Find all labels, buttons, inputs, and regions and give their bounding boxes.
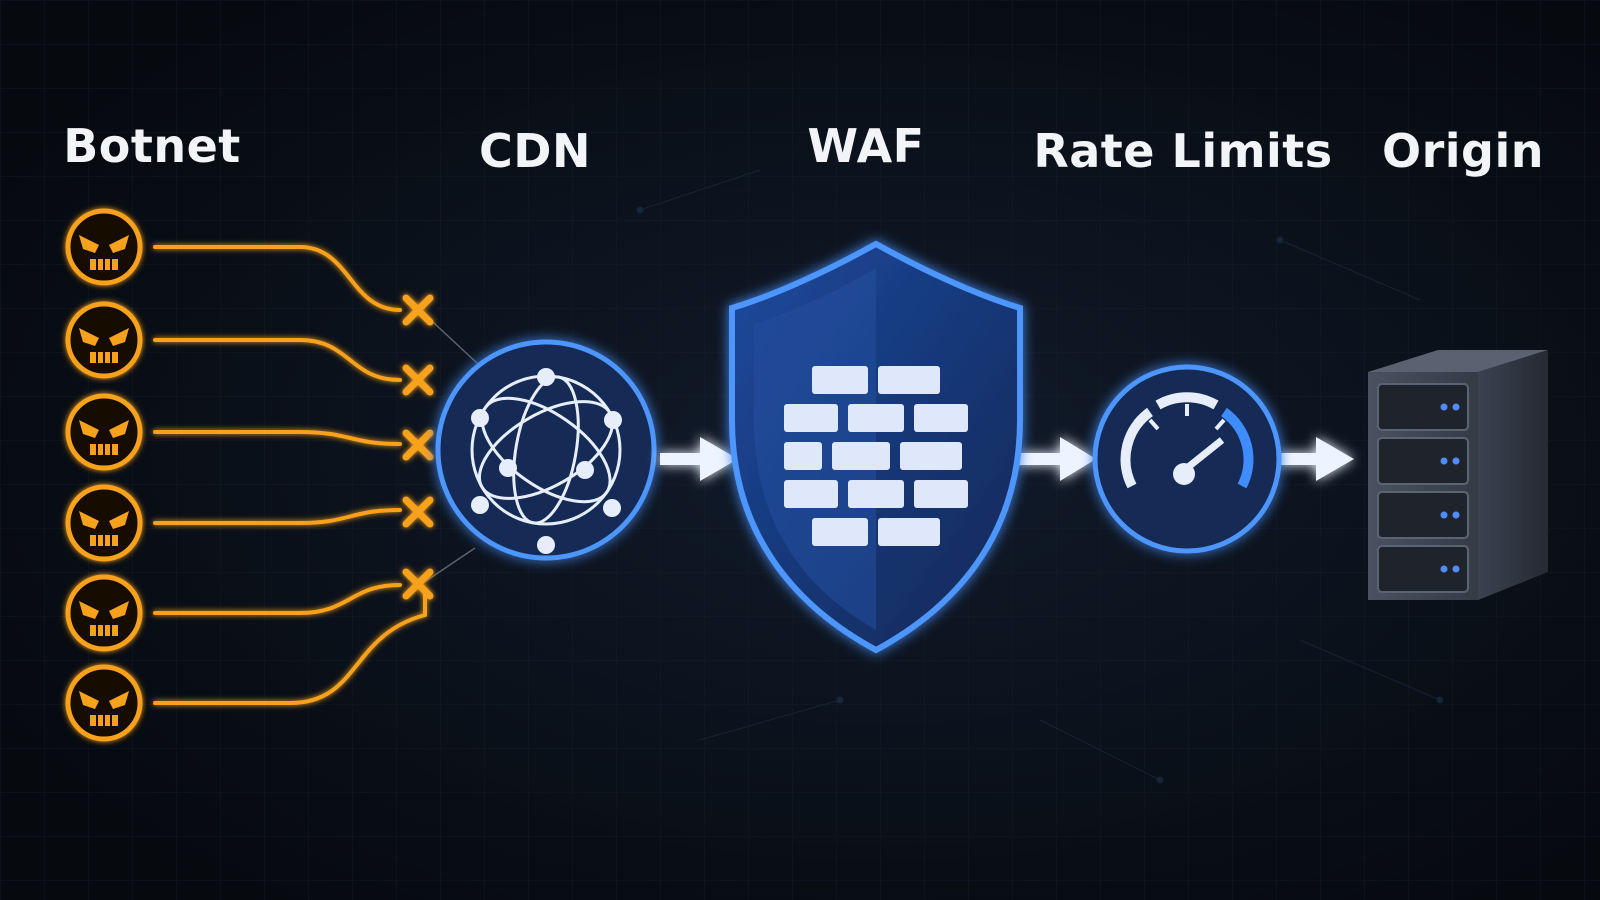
attack-line-6: [153, 588, 427, 705]
angry-bot-icon: [65, 574, 143, 652]
stage-label-botnet: Botnet: [63, 119, 241, 173]
attack-line-1: [153, 245, 402, 312]
stage-label-waf: WAF: [807, 119, 924, 173]
attack-line-5: [153, 583, 402, 615]
stage-label-rate-limits: Rate Limits: [1033, 124, 1332, 178]
background-network: [636, 169, 1444, 784]
attack-line-2: [153, 338, 402, 382]
cdn-node: [435, 339, 657, 561]
attack-line-4: [153, 508, 402, 525]
botnet-group: [65, 208, 143, 742]
angry-bot-icon: [65, 208, 143, 286]
angry-bot-icon: [65, 393, 143, 471]
attack-lines: [153, 245, 427, 705]
arrow-right-icon: [660, 437, 738, 481]
firewall-bricks-icon: [784, 366, 968, 546]
block-x-icon: [402, 294, 434, 326]
block-x-icon: [402, 496, 434, 528]
block-x-icon: [402, 568, 434, 600]
stage-label-origin: Origin: [1382, 124, 1544, 178]
angry-bot-icon: [65, 664, 143, 742]
angry-bot-icon: [65, 301, 143, 379]
origin-server-icon: [1368, 350, 1548, 600]
cdn-circle: [435, 339, 657, 561]
block-x-icon: [402, 429, 434, 461]
block-x-icon: [402, 364, 434, 396]
block-markers: [402, 294, 434, 600]
globe-network-icon: [470, 368, 622, 554]
arrow-right-icon: [1278, 437, 1354, 481]
stage-label-cdn: CDN: [479, 124, 591, 178]
arrow-right-icon: [1018, 437, 1096, 481]
attack-line-3: [153, 430, 402, 446]
angry-bot-icon: [65, 484, 143, 562]
flow-arrows: [660, 437, 1354, 481]
speedometer-icon: [1120, 392, 1254, 489]
server-bays: [1377, 383, 1469, 593]
